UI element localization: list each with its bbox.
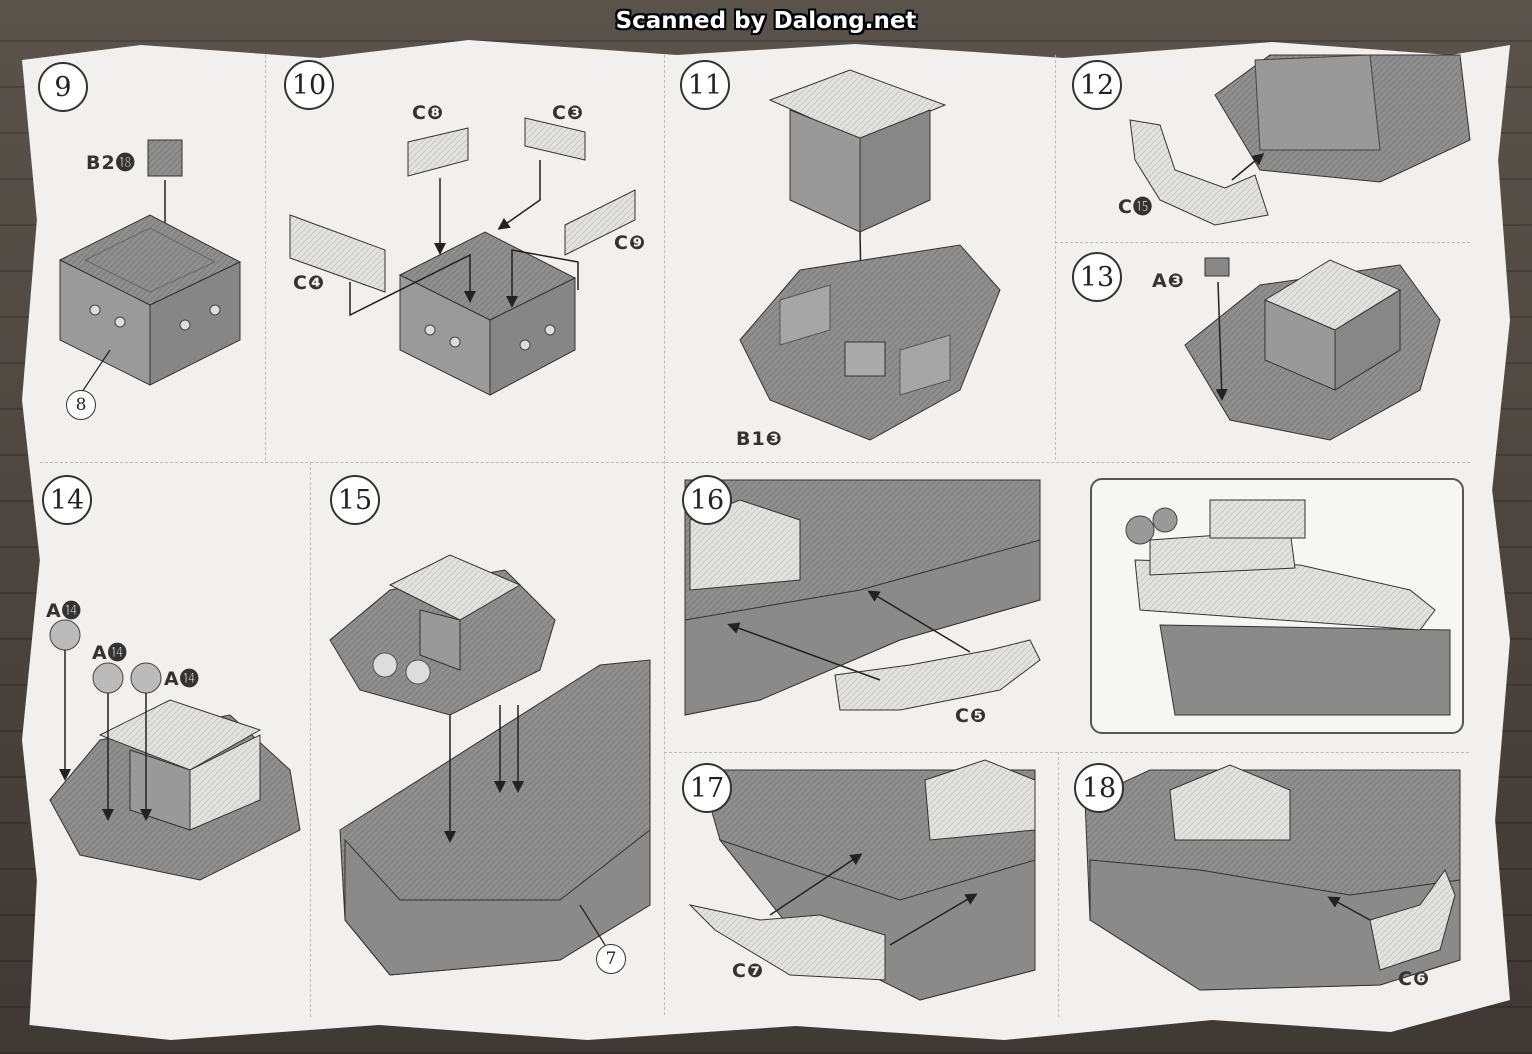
divider — [310, 462, 311, 1017]
part-label: B2⓲ — [86, 152, 136, 174]
step10-illustration — [289, 117, 636, 396]
inset-illustration — [1125, 499, 1451, 716]
part-label: C❻ — [1398, 968, 1431, 990]
part-label: C❸ — [552, 102, 585, 124]
step18-illustration — [1084, 764, 1461, 991]
step12-illustration — [1129, 54, 1471, 226]
part-number: 7 — [596, 944, 626, 974]
step15-illustration — [329, 554, 651, 976]
step16-illustration — [684, 479, 1041, 716]
step11-illustration — [739, 69, 1001, 441]
step-number-18: 18 — [1074, 763, 1124, 813]
part-label: A⓮ — [164, 668, 200, 690]
divider — [265, 55, 266, 460]
part-label: C❽ — [412, 102, 445, 124]
part-label: B1❸ — [736, 428, 783, 450]
step-number-11: 11 — [680, 60, 730, 110]
part-label: C❼ — [732, 960, 765, 982]
step-number-14: 14 — [42, 475, 92, 525]
divider — [1058, 752, 1059, 1017]
part-label: A❸ — [1152, 270, 1185, 292]
divider — [1055, 242, 1470, 243]
part-label: A⓮ — [46, 600, 82, 622]
part-label: C❹ — [293, 272, 326, 294]
divider — [40, 462, 1470, 463]
watermark: Scanned by Dalong.net — [615, 8, 917, 34]
step14-illustration — [49, 619, 301, 881]
part-number: 8 — [66, 390, 96, 420]
step-number-13: 13 — [1072, 252, 1122, 302]
step-number-10: 10 — [284, 60, 334, 110]
step-number-12: 12 — [1072, 60, 1122, 110]
part-label: C❺ — [955, 705, 988, 727]
divider — [1055, 55, 1056, 460]
part-label: C⓯ — [1118, 196, 1153, 218]
divider — [664, 752, 1469, 753]
divider — [664, 55, 665, 1015]
step9-illustration — [58, 139, 242, 393]
step17-illustration — [688, 759, 1036, 1001]
step13-illustration — [1184, 257, 1441, 441]
step-number-9: 9 — [38, 62, 88, 112]
part-label: C❾ — [614, 232, 647, 254]
step-number-16: 16 — [682, 475, 732, 525]
step-number-17: 17 — [682, 763, 732, 813]
step-number-15: 15 — [330, 475, 380, 525]
part-label: A⓮ — [92, 642, 128, 664]
